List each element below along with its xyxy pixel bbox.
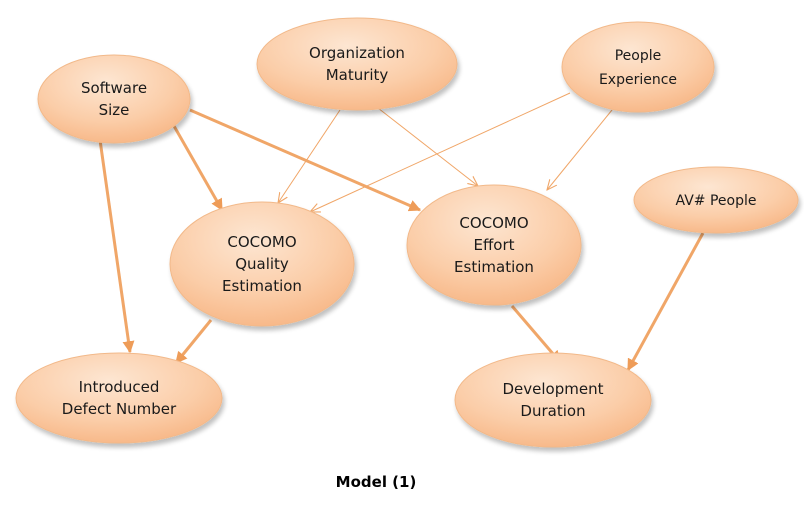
edge-software-size-to-introduced-defect-number xyxy=(98,139,135,354)
edge-av-people-to-development-duration xyxy=(626,232,705,372)
node-label-development-duration-line-2: Duration xyxy=(520,402,585,420)
edge-software-size-to-cocomo-effort-estimation xyxy=(189,108,422,212)
edge-organization-maturity-to-cocomo-quality-estimation xyxy=(278,109,341,203)
node-label-introduced-defect-number-line-2: Defect Number xyxy=(62,400,177,418)
node-label-cocomo-quality-estimation-line-3: Estimation xyxy=(222,277,302,295)
node-label-development-duration-line-1: Development xyxy=(503,380,604,398)
node-ellipse-organization-maturity xyxy=(256,17,458,111)
node-av-people: AV# People xyxy=(633,166,799,234)
diagram-caption: Model (1) xyxy=(335,473,417,491)
node-label-organization-maturity-line-1: Organization xyxy=(309,44,405,62)
node-label-cocomo-effort-estimation-line-3: Estimation xyxy=(454,258,534,276)
node-label-people-experience-line-2: Experience xyxy=(599,72,677,88)
node-ellipse-development-duration xyxy=(454,352,652,448)
node-label-cocomo-quality-estimation-line-2: Quality xyxy=(235,255,289,273)
edge-people-experience-to-cocomo-quality-estimation xyxy=(310,92,571,212)
node-label-software-size-line-2: Size xyxy=(99,101,130,119)
node-ellipse-cocomo-quality-estimation xyxy=(169,201,355,327)
node-label-av-people-line-1: AV# People xyxy=(676,193,757,209)
node-ellipse-introduced-defect-number xyxy=(15,352,223,444)
node-label-cocomo-quality-estimation-line-1: COCOMO xyxy=(227,233,296,251)
edges-layer xyxy=(98,92,705,372)
node-ellipse-people-experience xyxy=(561,21,715,113)
node-label-organization-maturity-line-2: Maturity xyxy=(326,66,389,84)
node-ellipse-cocomo-effort-estimation xyxy=(406,184,582,306)
node-ellipse-av-people xyxy=(633,166,799,234)
node-label-software-size-line-1: Software xyxy=(81,79,147,97)
edge-cocomo-quality-estimation-to-introduced-defect-number xyxy=(174,319,213,364)
edge-organization-maturity-to-cocomo-effort-estimation xyxy=(377,107,478,186)
edge-software-size-to-cocomo-quality-estimation xyxy=(172,125,224,212)
node-label-cocomo-effort-estimation-line-2: Effort xyxy=(473,236,514,254)
node-ellipse-software-size xyxy=(37,54,191,144)
node-label-cocomo-effort-estimation-line-1: COCOMO xyxy=(459,214,528,232)
edge-people-experience-to-cocomo-effort-estimation xyxy=(547,109,613,190)
node-label-people-experience-line-1: People xyxy=(615,48,662,64)
node-label-introduced-defect-number-line-1: Introduced xyxy=(79,378,160,396)
